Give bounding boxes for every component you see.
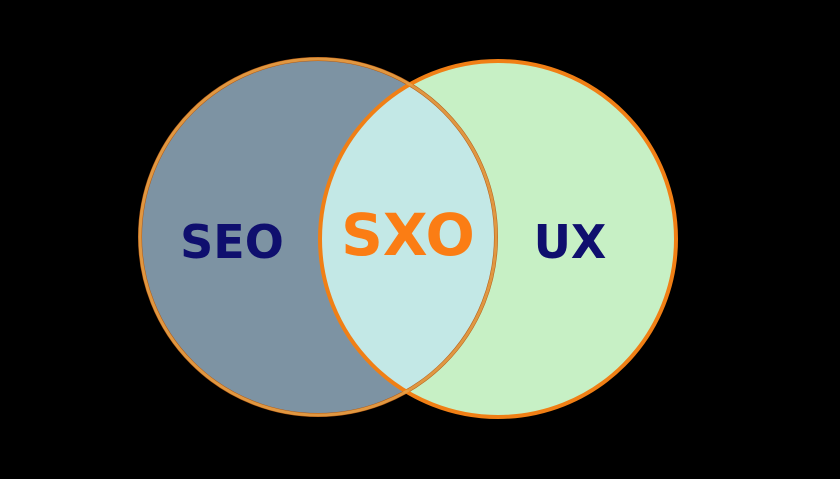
ux-circle-outline: [318, 59, 678, 419]
sxo-intersection: [320, 61, 496, 415]
ux-label: UX: [534, 215, 607, 269]
sxo-inner-outline: [138, 57, 498, 417]
sxo-label: SXO: [341, 201, 475, 269]
seo-label: SEO: [180, 215, 284, 269]
